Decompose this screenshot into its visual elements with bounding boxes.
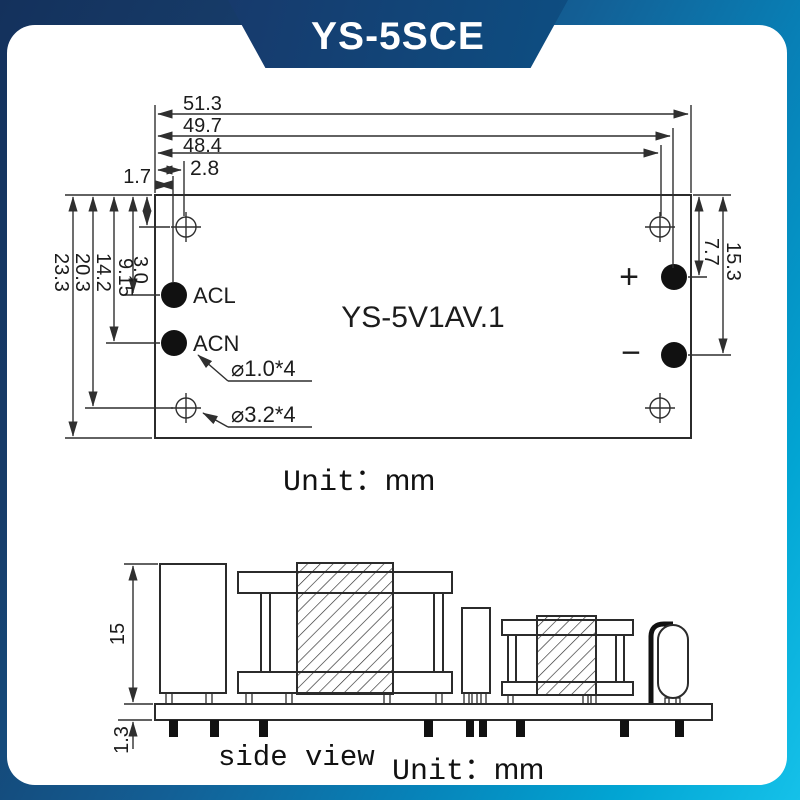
side-unit-prefix: Unit： (392, 755, 495, 789)
top-unit-note: Unit：mm (283, 455, 435, 500)
side-view-caption: side view (218, 741, 375, 774)
top-unit-value: mm (385, 464, 435, 497)
content-card (7, 25, 787, 785)
side-unit-value: mm (494, 753, 544, 786)
page-title: YS-5SCE (311, 15, 485, 58)
top-unit-prefix: Unit： (283, 466, 386, 500)
header-banner: YS-5SCE (228, 0, 568, 68)
side-unit-note: Unit：mm (392, 744, 544, 789)
